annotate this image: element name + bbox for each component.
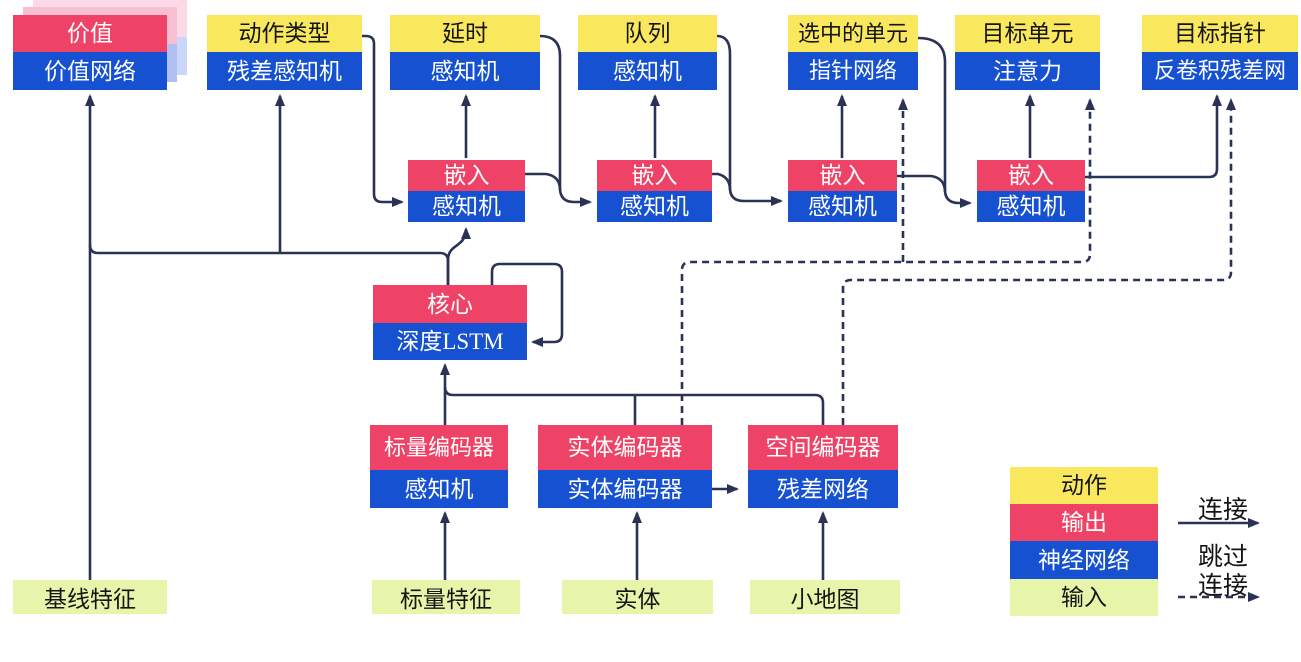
node-entity-encoder-network: 实体编码器 [538, 470, 712, 508]
node-scalar-encoder-header: 标量编码器 [370, 425, 508, 470]
legend-skip-label-line1: 跳过 [1197, 544, 1248, 571]
node-embed-4: 嵌入 感知机 [977, 160, 1085, 222]
node-embed-3-header: 嵌入 [788, 160, 897, 191]
legend-action: 动作 [1010, 467, 1158, 504]
node-action-type: 动作类型 残差感知机 [207, 15, 362, 90]
legend-input: 输入 [1010, 579, 1158, 616]
legend-color-key: 动作 输出 神经网络 输入 [1010, 467, 1158, 616]
node-selected-units-header: 选中的单元 [788, 15, 918, 52]
node-scalar-features: 标量特征 [372, 580, 520, 614]
node-scalar-encoder-network: 感知机 [370, 470, 508, 508]
edge-embed4-to-target-point [1085, 94, 1222, 179]
legend-connection-label: 连接 [1197, 497, 1248, 524]
node-queue: 队列 感知机 [578, 15, 717, 90]
node-scalar-encoder: 标量编码器 感知机 [370, 425, 508, 508]
skip-entity-encoder-to-target-unit [680, 98, 1095, 425]
node-action-type-network: 残差感知机 [207, 52, 362, 90]
node-delay-network: 感知机 [390, 52, 540, 90]
node-entity-encoder: 实体编码器 实体编码器 [538, 425, 712, 508]
node-embed-1-header: 嵌入 [408, 160, 525, 191]
node-delay-header: 延时 [390, 15, 540, 52]
node-queue-header: 队列 [578, 15, 717, 52]
node-embed-2-network: 感知机 [597, 191, 712, 222]
node-spatial-encoder: 空间编码器 残差网络 [748, 425, 898, 508]
node-spatial-encoder-header: 空间编码器 [748, 425, 898, 470]
node-value: 价值 价值网络 [13, 15, 167, 90]
node-target-point-header: 目标指针 [1142, 15, 1298, 52]
node-embed-2-header: 嵌入 [597, 160, 712, 191]
node-value-header: 价值 [13, 15, 167, 52]
node-value-network: 价值网络 [13, 52, 167, 90]
node-selected-units: 选中的单元 指针网络 [788, 15, 918, 90]
legend-output: 输出 [1010, 504, 1158, 541]
node-embed-3: 嵌入 感知机 [788, 160, 897, 222]
node-core-header: 核心 [373, 285, 527, 323]
node-core: 核心 深度LSTM [373, 285, 527, 360]
edge-embed2-to-embed3 [712, 172, 732, 191]
node-entity-encoder-header: 实体编码器 [538, 425, 712, 470]
node-embed-1: 嵌入 感知机 [408, 160, 525, 222]
node-target-unit: 目标单元 注意力 [955, 15, 1100, 90]
legend-neural-network: 神经网络 [1010, 541, 1158, 579]
node-minimap: 小地图 [750, 580, 900, 614]
node-spatial-encoder-network: 残差网络 [748, 470, 898, 508]
node-delay: 延时 感知机 [390, 15, 540, 90]
node-target-unit-header: 目标单元 [955, 15, 1100, 52]
node-queue-network: 感知机 [578, 52, 717, 90]
node-embed-1-network: 感知机 [408, 191, 525, 222]
node-embed-4-header: 嵌入 [977, 160, 1085, 191]
edge-queue-to-embed3 [716, 34, 783, 206]
node-core-network: 深度LSTM [373, 323, 527, 360]
edge-core-output-left [88, 244, 450, 285]
node-target-unit-network: 注意力 [955, 52, 1100, 90]
edge-embed1-to-embed2 [525, 172, 562, 191]
legend-skip-label-line2: 连接 [1197, 573, 1248, 600]
node-selected-units-network: 指针网络 [788, 52, 918, 90]
node-embed-3-network: 感知机 [788, 191, 897, 222]
node-entities: 实体 [562, 580, 713, 614]
skip-spatial-encoder-to-target-point [841, 98, 1236, 425]
node-action-type-header: 动作类型 [207, 15, 362, 52]
edge-core-recurrent-loop [490, 262, 564, 347]
node-target-point-network: 反卷积残差网 [1142, 52, 1298, 90]
edge-action-type-to-embed1 [362, 34, 404, 207]
edge-core-to-embed1 [446, 227, 471, 285]
node-embed-2: 嵌入 感知机 [597, 160, 712, 222]
node-embed-4-network: 感知机 [977, 191, 1085, 222]
edge-embed3-to-embed4 [897, 174, 947, 193]
node-target-point: 目标指针 反卷积残差网 [1142, 15, 1298, 90]
node-baseline-features: 基线特征 [13, 580, 167, 614]
